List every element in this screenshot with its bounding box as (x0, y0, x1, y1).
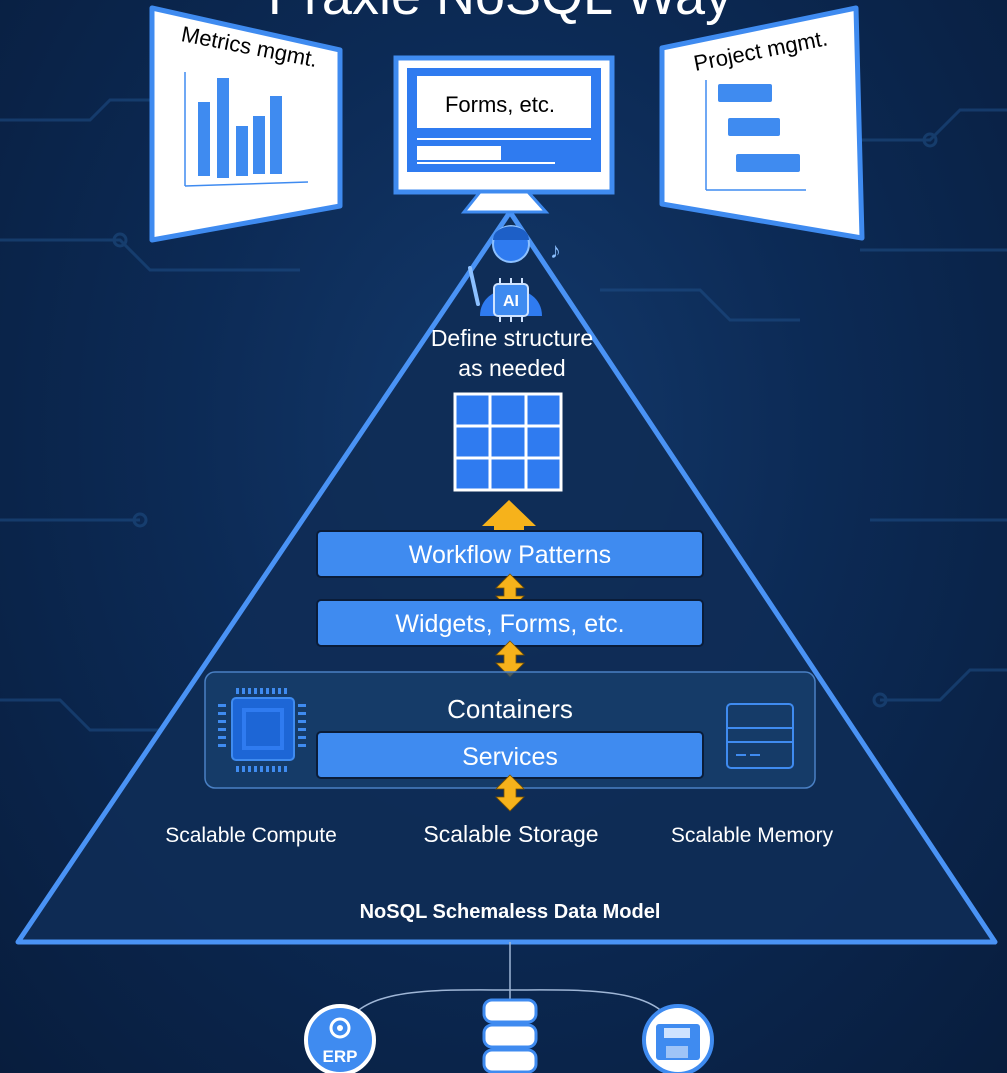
containers-panel: Containers Services (204, 671, 816, 789)
project-screen: Project mgmt. (659, 5, 865, 241)
scalable-memory-label: Scalable Memory (671, 824, 834, 847)
cpu-chip-icon (218, 688, 306, 772)
forms-monitor-label: Forms, etc. (445, 92, 555, 117)
metrics-screen: Metrics mgmt. (149, 5, 343, 243)
workflow-patterns-layer: Workflow Patterns (316, 530, 704, 578)
circuit-background (0, 98, 1007, 732)
memory-module-icon (726, 703, 794, 769)
containers-label: Containers (447, 694, 573, 724)
double-arrow-icon (495, 774, 525, 812)
gear-icon (329, 1017, 351, 1039)
metrics-bar-chart-icon (198, 78, 282, 178)
erp-label: ERP (323, 1047, 358, 1066)
widgets-forms-layer: Widgets, Forms, etc. (316, 599, 704, 647)
ai-badge-label: AI (503, 293, 519, 310)
define-structure-line1: Define structure (431, 325, 593, 351)
workflow-patterns-label: Workflow Patterns (409, 541, 611, 569)
forms-monitor: Forms, etc. (393, 55, 615, 214)
music-note-icon: ♪ (550, 238, 561, 263)
services-label: Services (462, 743, 558, 771)
scalable-storage-label: Scalable Storage (423, 821, 598, 847)
table-grid-icon (453, 392, 563, 492)
ai-conductor-icon: ♪ AI (468, 225, 561, 322)
page-title: Praxie NoSQL Way (268, 0, 732, 26)
application-source-icon (642, 1004, 714, 1073)
gantt-chart-icon (718, 84, 800, 172)
scalable-compute-label: Scalable Compute (165, 824, 337, 847)
define-structure-line2: as needed (458, 355, 565, 381)
up-arrow-icon (482, 500, 536, 534)
nosql-data-model-label: NoSQL Schemaless Data Model (360, 901, 661, 923)
erp-source-icon: ERP (304, 1004, 376, 1073)
database-source-icon (482, 998, 538, 1073)
widgets-forms-label: Widgets, Forms, etc. (395, 610, 624, 638)
